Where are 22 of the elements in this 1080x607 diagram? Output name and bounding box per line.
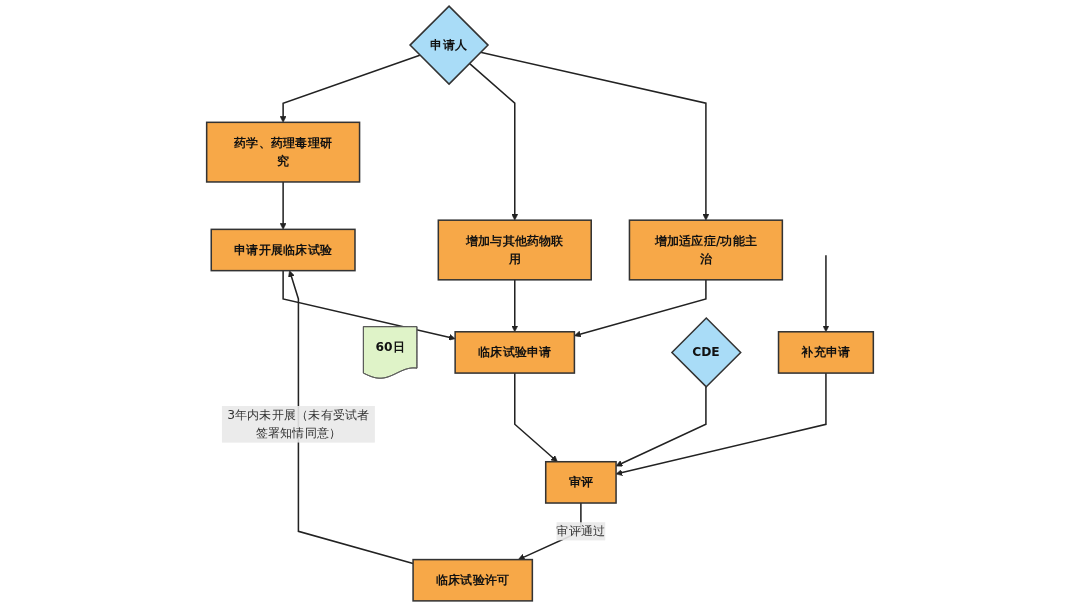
- arrow: [511, 279, 519, 333]
- node-box: 增加与其他药物联用: [437, 219, 592, 281]
- edge-label: 审评通过: [556, 523, 606, 539]
- arrow: [468, 62, 519, 221]
- node-box: 临床试验许可: [412, 558, 534, 602]
- node-box: 临床试验申请: [454, 331, 576, 374]
- arrow: [282, 269, 456, 341]
- arrow: [279, 54, 421, 123]
- arrow: [574, 279, 707, 338]
- node-box: 药学、药理毒理研究: [205, 121, 361, 183]
- node-box: 增加适应症/功能主治: [628, 219, 784, 281]
- arrow: [279, 181, 287, 230]
- node-box: 补充申请: [777, 331, 875, 374]
- arrow: [822, 254, 830, 333]
- arrow: [514, 372, 558, 463]
- arrow: [288, 270, 414, 565]
- edge-label: 3年内未开展（未有受试者签署知情同意）: [227, 407, 370, 441]
- arrow: [479, 51, 710, 221]
- node-diamond: 申请人: [408, 5, 490, 86]
- node-box: 审评: [544, 460, 617, 504]
- node-diamond: CDE: [670, 316, 742, 388]
- node-box: 申请开展临床试验: [210, 228, 356, 272]
